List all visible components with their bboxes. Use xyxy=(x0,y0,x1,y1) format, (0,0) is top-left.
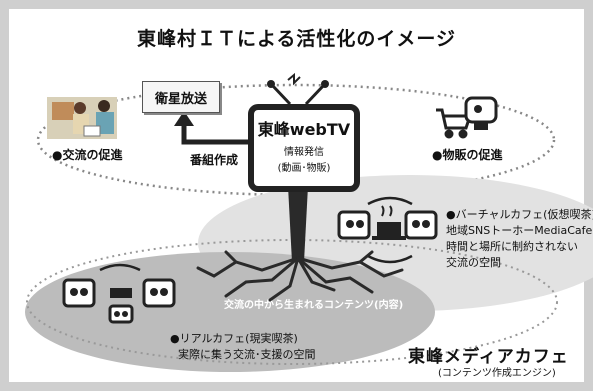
sales-label: ●物販の促進 xyxy=(432,148,503,162)
tv-line1: 情報発信 xyxy=(284,147,324,158)
tv-line2: (動画･物販) xyxy=(277,163,331,174)
antenna-left xyxy=(270,83,292,106)
computer-icon xyxy=(464,96,498,130)
roots xyxy=(196,250,404,302)
signal-icon xyxy=(287,72,301,86)
exchange-ring xyxy=(36,83,556,197)
exchange-label: ●交流の促進 xyxy=(52,148,123,162)
antenna-right xyxy=(304,83,326,106)
engine-title: 東峰メディアカフェ xyxy=(408,347,569,367)
real-cafe-title: ●リアルカフェ(現実喫茶) xyxy=(170,332,298,345)
virtual-cafe-icon xyxy=(337,196,438,264)
diagram-title: 東峰村ＩＴによる活性化のイメージ xyxy=(136,28,457,50)
satellite-box: 衛星放送 xyxy=(142,81,220,113)
tv-trunk xyxy=(288,186,308,262)
people-photo xyxy=(47,97,117,139)
real-cafe-line1: 実際に集う交流･支援の空間 xyxy=(178,348,316,361)
antenna-tip-left xyxy=(267,80,275,88)
tv-screen: 東峰webTV 情報発信 (動画･物販) xyxy=(248,104,360,192)
engine-subtitle: (コンテンツ作成エンジン) xyxy=(438,368,556,379)
roots-caption: 交流の中から生まれるコンテンツ(内容) xyxy=(224,300,404,311)
antenna-tip-right xyxy=(321,80,329,88)
virtual-cafe-line1: 地域SNSトーホーMediaCafe xyxy=(446,224,593,237)
virtual-cafe-line3: 交流の空間 xyxy=(446,256,501,269)
broadcast-label: 番組作成 xyxy=(190,153,239,167)
tv-name: 東峰webTV xyxy=(257,120,351,139)
virtual-cafe-line2: 時間と場所に制約されない xyxy=(446,240,578,253)
real-cafe-icon xyxy=(62,263,176,324)
broadcast-arrowhead xyxy=(174,111,194,126)
broadcast-arrow xyxy=(181,124,248,145)
virtual-cafe-title: ●バーチャルカフェ(仮想喫茶) xyxy=(446,208,593,221)
